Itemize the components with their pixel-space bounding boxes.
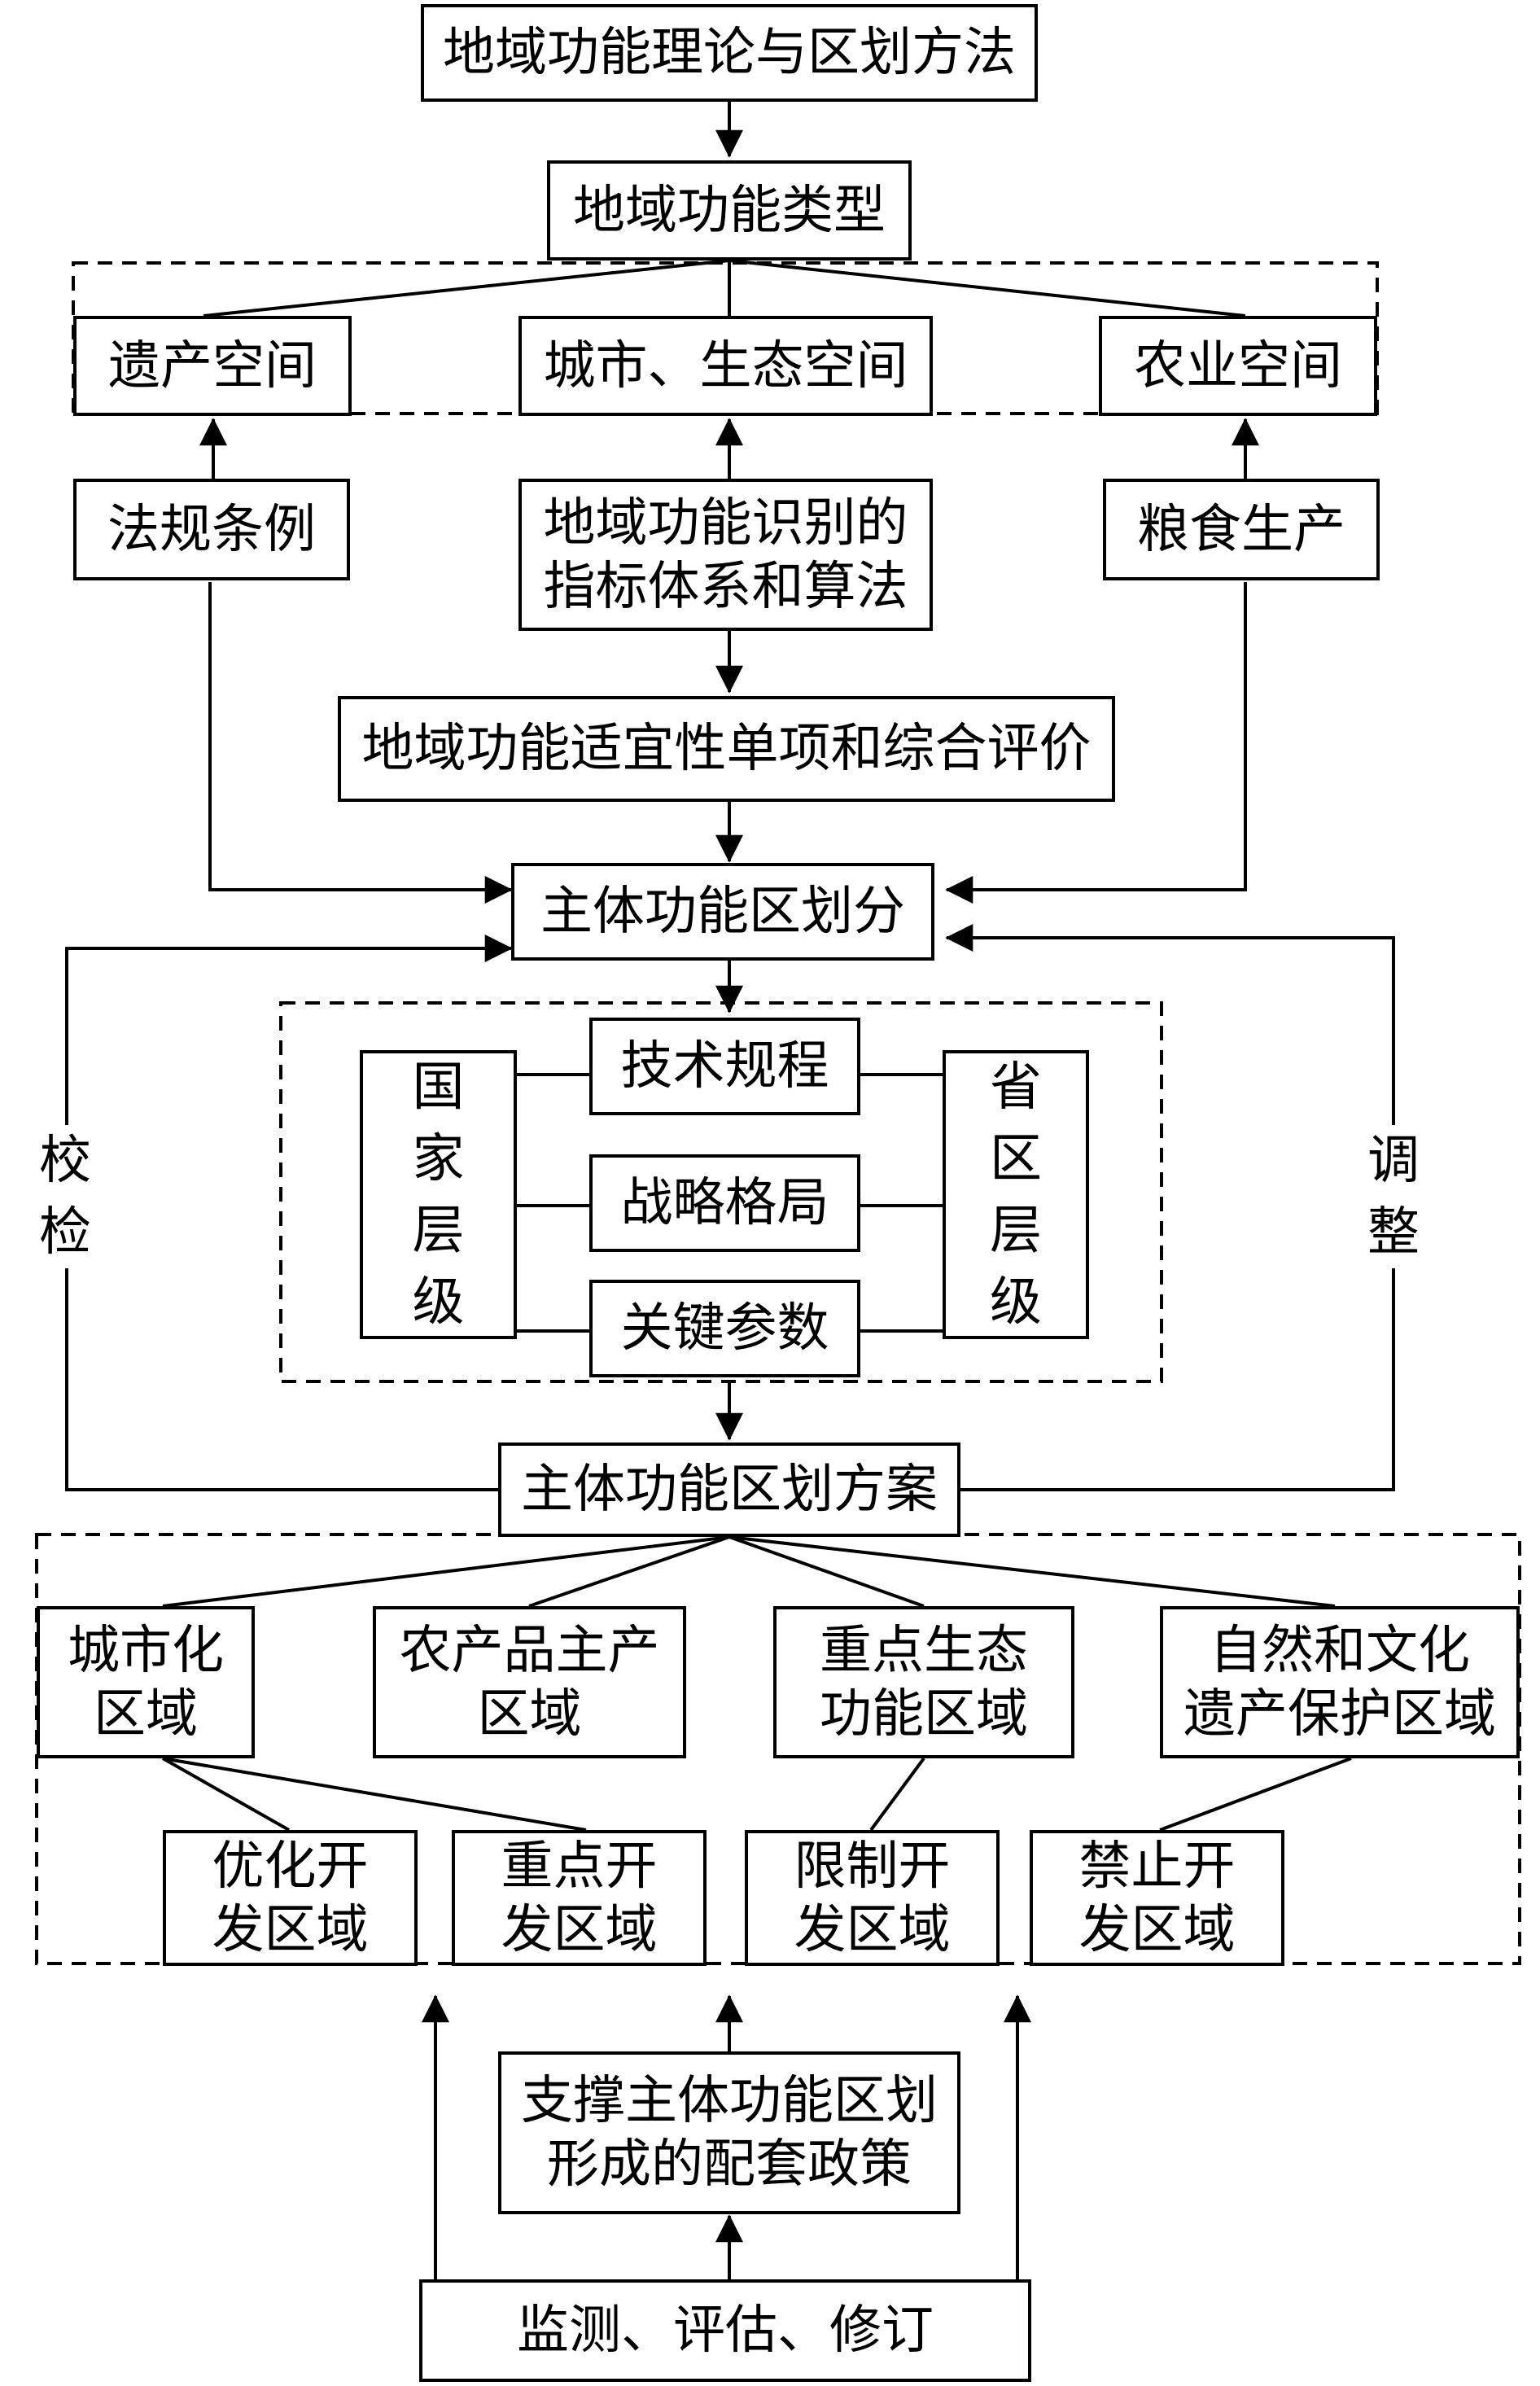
prohibited-dev-box: 禁止开 发区域 xyxy=(1030,1830,1284,1966)
monitor-box: 监测、评估、修订 xyxy=(419,2279,1031,2382)
policy-box: 支撑主体功能区划 形成的配套政策 xyxy=(498,2051,960,2214)
key-params-box: 关键参数 xyxy=(589,1280,860,1377)
adjust-label: 调 整 xyxy=(1361,1125,1426,1268)
regulations-box: 法规条例 xyxy=(73,479,350,580)
restricted-dev-box: 限制开 发区域 xyxy=(745,1830,1000,1966)
types-box: 地域功能类型 xyxy=(547,160,912,260)
tech-rules-box: 技术规程 xyxy=(589,1018,860,1115)
suitability-box: 地域功能适宜性单项和综合评价 xyxy=(338,696,1115,802)
agri-space-box: 农业空间 xyxy=(1099,316,1377,416)
check-label: 校 检 xyxy=(33,1125,98,1268)
provincial-level-box: 省 区 层 级 xyxy=(943,1050,1089,1339)
agri-main-zone-box: 农产品主产 区域 xyxy=(373,1606,686,1758)
optimized-dev-box: 优化开 发区域 xyxy=(163,1830,418,1966)
key-dev-box: 重点开 发区域 xyxy=(452,1830,707,1966)
national-level-box: 国 家 层 级 xyxy=(360,1050,517,1339)
scheme-box: 主体功能区划方案 xyxy=(498,1443,960,1537)
indicator-system-box: 地域功能识别的 指标体系和算法 xyxy=(518,479,933,631)
strategy-box: 战略格局 xyxy=(589,1154,860,1252)
nature-culture-zone-box: 自然和文化 遗产保护区域 xyxy=(1160,1606,1520,1758)
heritage-space-box: 遗产空间 xyxy=(73,316,352,416)
key-eco-zone-box: 重点生态 功能区域 xyxy=(773,1606,1074,1758)
urban-eco-space-box: 城市、生态空间 xyxy=(518,316,933,416)
theory-box: 地域功能理论与区划方法 xyxy=(421,4,1038,102)
division-box: 主体功能区划分 xyxy=(511,863,934,961)
grain-box: 粮食生产 xyxy=(1103,479,1380,580)
urbanized-zone-box: 城市化 区域 xyxy=(37,1606,255,1758)
